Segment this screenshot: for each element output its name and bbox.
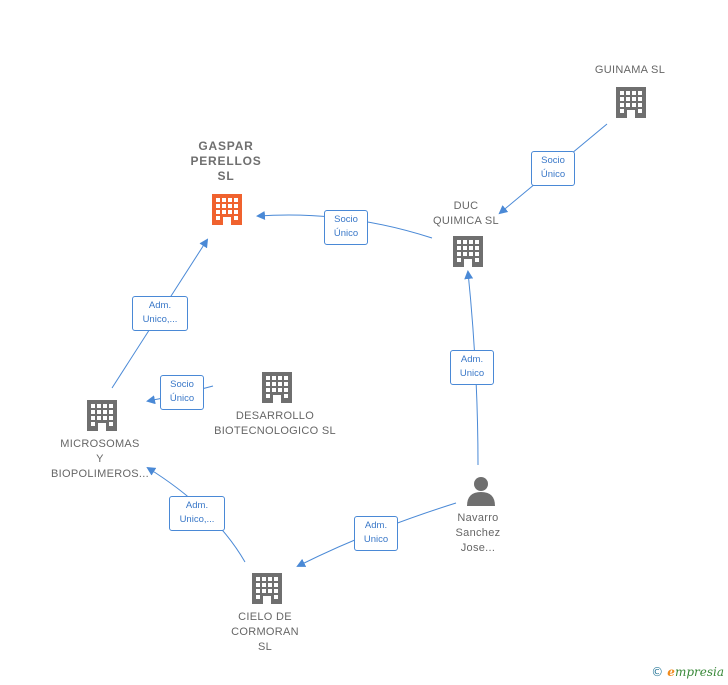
label-line: Único [540,169,566,180]
label-line: BIOTECNOLOGICO SL [214,425,336,437]
label-line: SL [217,169,235,183]
label-line: DUC [453,200,479,212]
label-line: SL [257,641,273,653]
label-line: GUINAMA SL [594,64,666,76]
node-label-guinama[interactable]: GUINAMA SL [580,63,680,78]
label-line: Sanchez [455,527,501,539]
label-line: QUIMICA SL [433,215,499,227]
label-line: Socio [334,214,358,225]
label-line: Jose... [460,542,496,554]
edge-label-navarro-cielo[interactable]: Adm. Unico [354,516,398,551]
building-icon-microsomas[interactable] [85,396,119,432]
edge-label-duc-gaspar[interactable]: Socio Único [324,210,368,245]
node-label-cielo[interactable]: CIELO DE CORMORAN SL [215,610,315,655]
node-label-duc[interactable]: DUC QUIMICA SL [416,199,516,229]
node-label-microsomas[interactable]: MICROSOMAS Y BIOPOLIMEROS... [40,437,160,482]
label-line: Unico,... [179,514,215,525]
label-line: MICROSOMAS [60,438,140,450]
edge-label-guinama-duc[interactable]: Socio Único [531,151,575,186]
label-line: DESARROLLO [235,410,315,422]
node-label-navarro[interactable]: Navarro Sanchez Jose... [443,511,513,556]
building-icon-gaspar[interactable] [210,190,244,226]
empresia-credit[interactable]: ©empresia [651,665,724,679]
label-line: CORMORAN [231,626,299,638]
label-line: Adm. [148,300,172,311]
label-line: Socio [170,379,194,390]
label-line: GASPAR [198,139,254,153]
label-line: Unico [363,534,389,545]
label-line: Único [333,228,359,239]
person-icon-navarro[interactable] [464,474,498,508]
label-line: Adm. [460,354,484,365]
label-line: CIELO DE [238,611,292,623]
label-line: BIOPOLIMEROS... [50,468,150,480]
edge-label-navarro-duc[interactable]: Adm. Unico [450,350,494,385]
node-label-desarrollo[interactable]: DESARROLLO BIOTECNOLOGICO SL [200,409,350,439]
label-line: Y [96,453,104,465]
label-line: Adm. [364,520,388,531]
building-icon-desarrollo[interactable] [260,368,294,404]
label-line: Unico,... [142,314,178,325]
building-icon-duc[interactable] [451,232,485,268]
label-line: Socio [541,155,565,166]
edge-label-cielo-micro[interactable]: Adm. Unico,... [169,496,225,531]
building-icon-guinama[interactable] [614,83,648,119]
label-line: Navarro [457,512,499,524]
node-label-gaspar[interactable]: GASPAR PERELLOS SL [176,139,276,184]
label-line: PERELLOS [190,154,262,168]
brand-initial: e [667,665,675,679]
edge-label-micro-gaspar[interactable]: Adm. Unico,... [132,296,188,331]
brand-name: mpresia [674,665,724,679]
label-line: Adm. [185,500,209,511]
copyright-symbol: © [651,665,664,679]
label-line: Único [169,393,195,404]
building-icon-cielo[interactable] [250,569,284,605]
edge-label-desarrollo-micro[interactable]: Socio Único [160,375,204,410]
label-line: Unico [459,368,485,379]
